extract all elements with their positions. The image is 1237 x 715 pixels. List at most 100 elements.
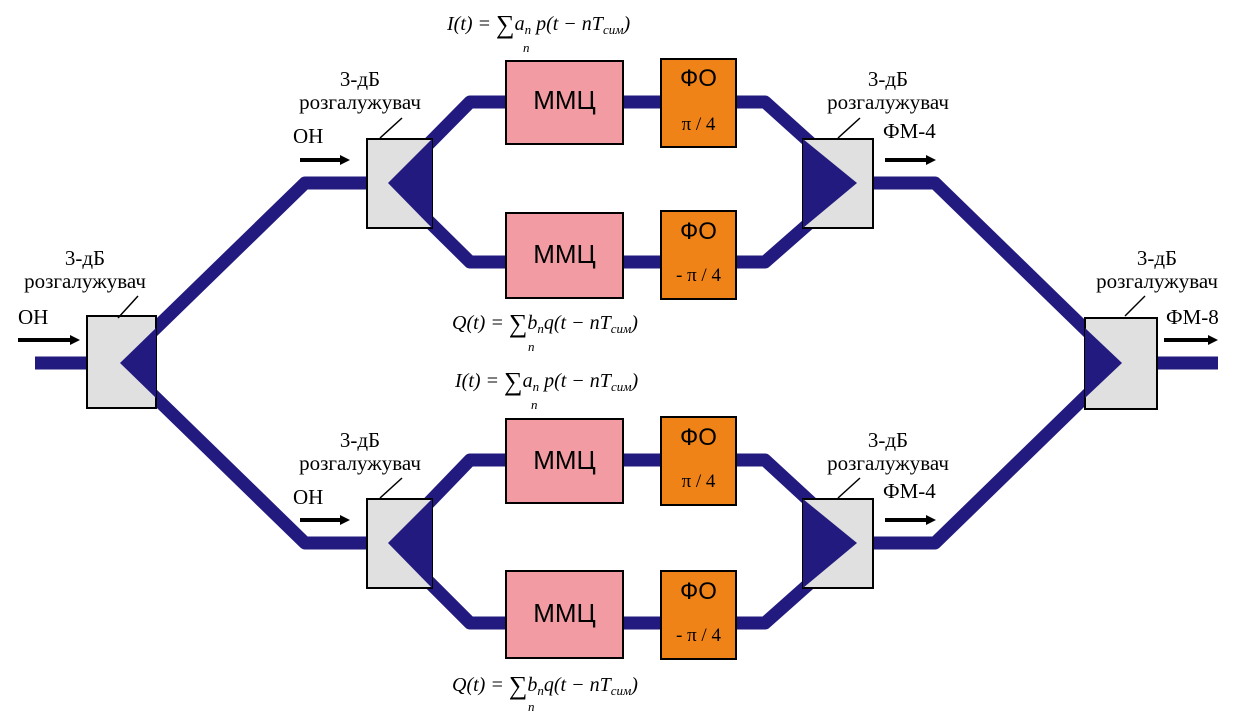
waveguide-bottom-out	[855, 358, 1125, 550]
splitter-subtitle: розгалужувач	[827, 451, 949, 475]
mmc-label-bottom-q: ММЦ	[533, 598, 596, 628]
eq-lhs: I(t) =	[455, 370, 505, 392]
modulators	[505, 60, 624, 659]
splitter-title: 3-дБ	[867, 428, 909, 452]
fo-phase-top-q: - π / 4	[676, 265, 721, 286]
label-splitter-bottom-combine: 3-дБ розгалужувач	[803, 429, 973, 475]
eq-func: p(t − nT	[544, 370, 611, 392]
eq-close: )	[631, 370, 639, 392]
sum-symbol: ∑	[508, 671, 528, 700]
sum-symbol: ∑	[508, 309, 528, 338]
leader-output	[1124, 295, 1146, 317]
leader-bottom-combine	[837, 477, 861, 499]
mmc-box-top-i	[505, 60, 624, 145]
sum-symbol: ∑	[496, 10, 515, 39]
splitter-top-combine	[802, 138, 874, 229]
splitter-subtitle: розгалужувач	[24, 269, 146, 293]
splitter-title: 3-дБ	[1136, 246, 1178, 270]
eq-coef: b	[527, 312, 538, 334]
eq-coef-sub: n	[532, 379, 540, 394]
eq-sub: сим	[610, 321, 632, 336]
label-splitter-bottom-split: 3-дБ розгалужувач	[275, 429, 445, 475]
eq-sub: сим	[610, 683, 632, 698]
label-splitter-output: 3-дБ розгалужувач	[1082, 247, 1232, 293]
fo-box-bottom-i	[660, 416, 737, 506]
eq-func: p(t − nT	[536, 13, 603, 35]
equation-q-top: Q(t) = ∑bnq(t − nTсим) n	[452, 309, 638, 354]
mmc-label-bottom-i: ММЦ	[533, 445, 596, 475]
eq-lhs: Q(t) =	[452, 312, 509, 334]
splitter-subtitle: розгалужувач	[299, 451, 421, 475]
mmc-label-top-q: ММЦ	[533, 239, 596, 269]
eq-coef: a	[514, 13, 525, 35]
leader-input	[117, 295, 139, 319]
equation-q-bottom: Q(t) = ∑bnq(t − nTсим) n	[452, 671, 638, 714]
mmc-box-bottom-i	[505, 418, 624, 504]
splitter-bottom-split	[366, 498, 433, 589]
fo-phase-top-i: π / 4	[681, 114, 716, 135]
arrows	[18, 155, 1218, 525]
eq-coef-sub: n	[524, 22, 532, 37]
sum-index: n	[531, 397, 538, 412]
splitter-top-split	[366, 138, 433, 229]
waveguide-upper-arm	[115, 176, 390, 368]
splitter-output	[1084, 317, 1158, 410]
port-label-bottom-combine: ФМ-4	[883, 479, 936, 503]
eq-func: q(t − nT	[543, 312, 611, 334]
mmc-box-bottom-q	[505, 570, 624, 659]
eq-sub: сим	[610, 379, 632, 394]
eq-sub: сим	[602, 22, 624, 37]
fo-label-top-q: ФО	[680, 218, 717, 245]
equation-i-bottom: I(t) = ∑an p(t − nTсим) n	[455, 367, 639, 412]
eq-close: )	[631, 674, 638, 696]
fo-label-top-i: ФО	[680, 65, 717, 92]
splitter-title: 3-дБ	[339, 67, 381, 91]
fo-phase-bottom-i: π / 4	[681, 471, 716, 492]
splitter-title: 3-дБ	[64, 246, 106, 270]
splitter-subtitle: розгалужувач	[827, 90, 949, 114]
leader-lines	[117, 117, 1146, 499]
fo-phase-bottom-q: - π / 4	[676, 625, 721, 646]
sum-index: n	[528, 339, 535, 354]
fo-box-top-q	[660, 210, 737, 300]
eq-close: )	[631, 312, 638, 334]
fo-label-bottom-i: ФО	[680, 424, 717, 451]
sum-symbol: ∑	[504, 367, 523, 396]
splitter-title: 3-дБ	[339, 428, 381, 452]
label-splitter-top-split: 3-дБ розгалужувач	[275, 68, 445, 114]
fo-label-bottom-q: ФО	[680, 578, 717, 605]
mmc-box-top-q	[505, 212, 624, 299]
equation-i-top: I(t) = ∑an p(t − nTсим) n	[447, 10, 631, 55]
eq-func: q(t − nT	[543, 674, 611, 696]
phase-shifters	[660, 58, 737, 660]
splitter-input	[86, 315, 157, 409]
leader-top-split	[379, 117, 403, 139]
eq-coef-sub: n	[537, 321, 544, 336]
leader-bottom-split	[379, 477, 403, 499]
sum-index: n	[523, 40, 530, 55]
fo-box-top-i	[660, 58, 737, 148]
waveguides	[35, 95, 1218, 630]
label-splitter-input: 3-дБ розгалужувач	[5, 247, 165, 293]
eq-lhs: I(t) =	[447, 13, 497, 35]
port-label-bottom-split: ОН	[293, 485, 324, 509]
port-label-top-combine: ФМ-4	[883, 119, 936, 143]
splitter-title: 3-дБ	[867, 67, 909, 91]
port-label-input: ОН	[18, 305, 49, 329]
fo-box-bottom-q	[660, 570, 737, 660]
port-label-output: ФМ-8	[1166, 305, 1219, 329]
label-splitter-top-combine: 3-дБ розгалужувач	[803, 68, 973, 114]
eq-coef: a	[522, 370, 533, 392]
splitters	[86, 138, 1158, 589]
eq-coef-sub: n	[537, 683, 544, 698]
waveguide-top-out	[855, 176, 1125, 368]
port-label-top-split: ОН	[293, 124, 324, 148]
eq-close: )	[623, 13, 631, 35]
mmc-label-top-i: ММЦ	[533, 85, 596, 115]
splitter-bottom-combine	[802, 498, 874, 589]
leader-top-combine	[837, 117, 861, 139]
splitter-subtitle: розгалужувач	[299, 90, 421, 114]
sum-index: n	[528, 699, 535, 714]
eq-coef: b	[527, 674, 538, 696]
